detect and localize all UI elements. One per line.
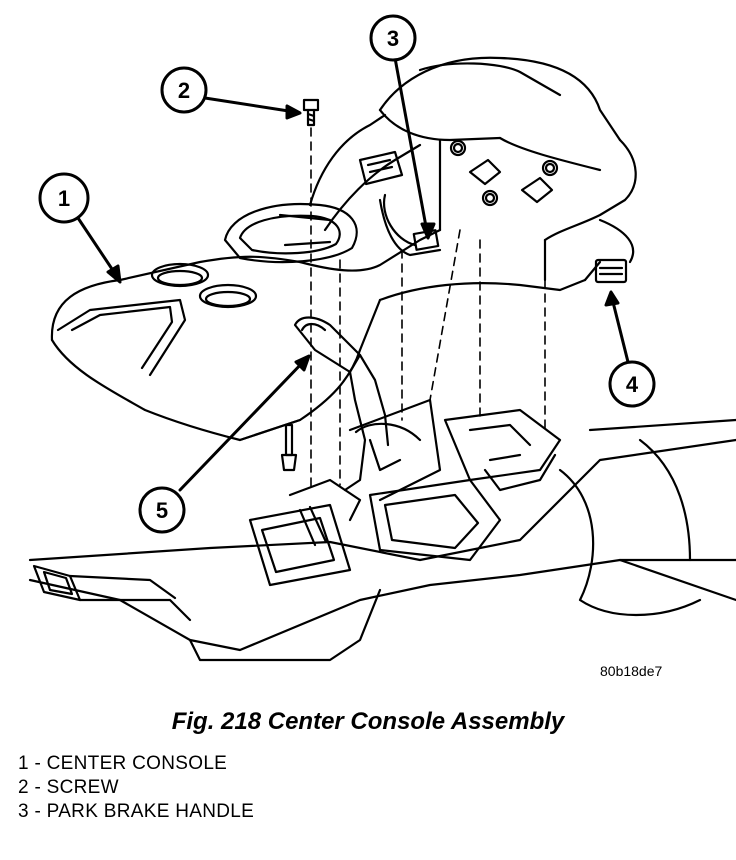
svg-text:5: 5 — [156, 498, 168, 523]
callout-4: 4 — [608, 360, 656, 408]
screw-drawing — [302, 98, 320, 127]
svg-text:2: 2 — [178, 78, 190, 103]
center-console-drawing — [50, 56, 637, 442]
legend-item: 3 - PARK BRAKE HANDLE — [18, 801, 255, 822]
figure-caption: Fig. 218 Center Console Assembly — [171, 708, 565, 735]
floor-pan-drawing — [28, 398, 736, 662]
callout-1: 1 — [38, 172, 90, 224]
svg-text:4: 4 — [626, 372, 639, 397]
callout-5: 5 — [138, 486, 186, 534]
legend-item: 2 - SCREW — [18, 777, 119, 798]
park-brake-handle-drawing — [293, 316, 390, 492]
legend-item: 1 - CENTER CONSOLE — [18, 753, 228, 774]
alignment-lines — [310, 127, 546, 491]
parts-legend: 1 - CENTER CONSOLE 2 - SCREW 3 - PARK BR… — [18, 752, 254, 824]
callout-2: 2 — [160, 66, 208, 114]
callout-3: 3 — [369, 14, 417, 62]
callout-leaders — [76, 56, 630, 492]
svg-text:3: 3 — [387, 26, 399, 51]
wiring-harness-drawing — [382, 193, 635, 284]
figure-reference-code: 80b18de7 — [600, 663, 663, 679]
svg-text:1: 1 — [58, 186, 70, 211]
